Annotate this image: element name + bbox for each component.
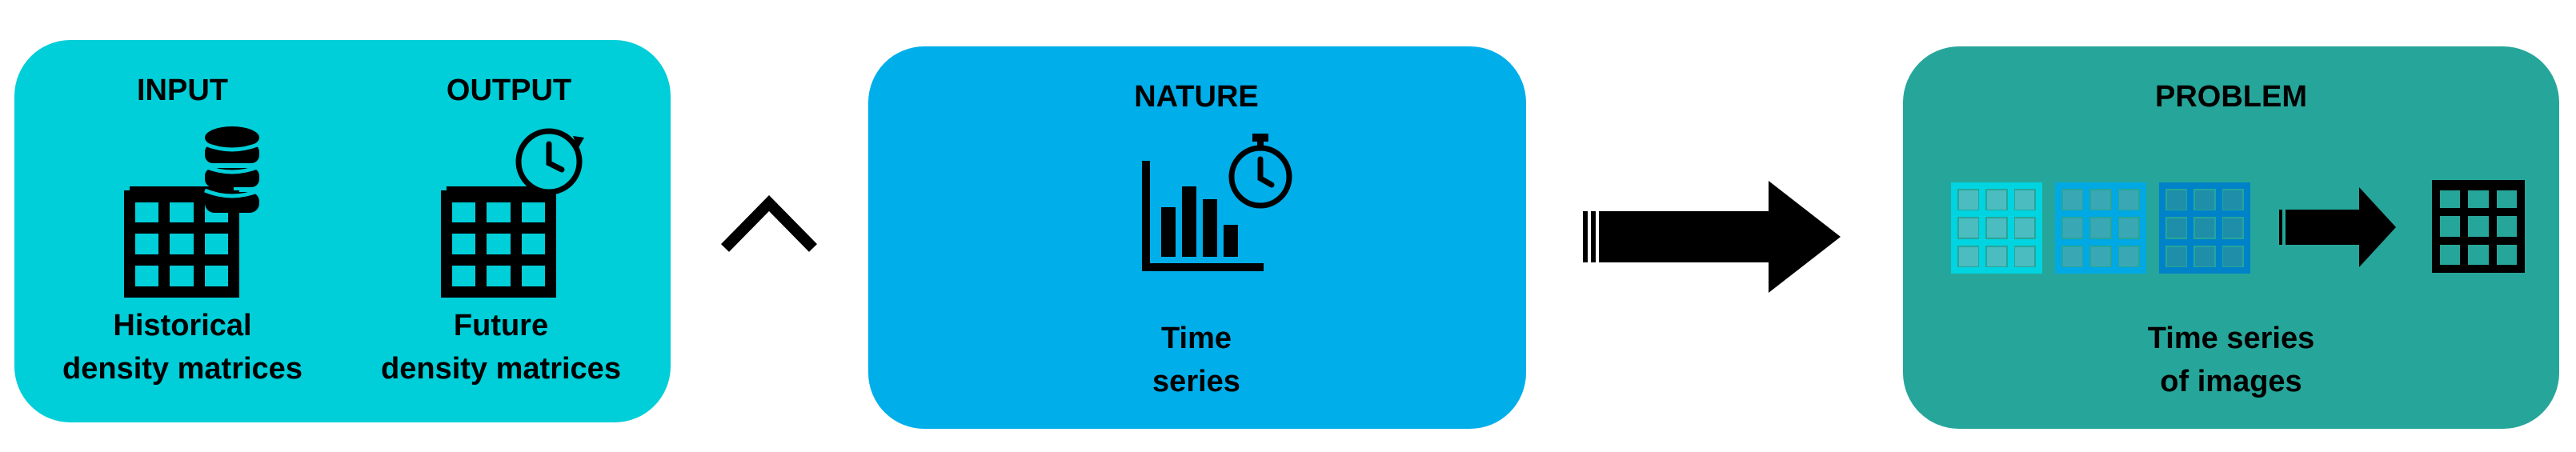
input-output-panel: INPUT OUTPUT: [14, 40, 671, 422]
input-caption: Historical density matrices: [30, 304, 335, 390]
nature-heading: NATURE: [1134, 80, 1259, 114]
output-caption: Future density matrices: [349, 304, 653, 390]
problem-caption: Time series of images: [2063, 317, 2399, 403]
right-arrow-icon: [2279, 187, 2396, 267]
grid-icon: [2055, 182, 2146, 274]
problem-heading: PROBLEM: [2155, 80, 2307, 114]
input-heading: INPUT: [137, 74, 228, 107]
clock-refresh-icon: [515, 128, 584, 195]
chevron-up-icon: [721, 195, 817, 252]
right-arrow-icon: [1583, 181, 1841, 293]
nature-caption-line2: series: [1152, 365, 1240, 398]
grid-icon: [2432, 180, 2525, 273]
bar-chart-icon: [1142, 161, 1264, 271]
nature-caption: Time series: [1076, 317, 1316, 403]
problem-caption-line1: Time series: [2147, 322, 2315, 355]
output-heading: OUTPUT: [446, 74, 572, 107]
output-caption-line1: Future: [453, 309, 549, 342]
grid-icon: [2159, 182, 2250, 274]
problem-panel: PROBLEM: [1903, 46, 2559, 429]
nature-panel: NATURE Time series: [868, 46, 1526, 429]
database-icon: [204, 126, 260, 213]
stopwatch-icon: [1228, 134, 1292, 209]
nature-caption-line1: Time: [1160, 322, 1232, 355]
output-caption-line2: density matrices: [381, 352, 621, 386]
grid-icon: [1951, 182, 2042, 274]
input-caption-line2: density matrices: [62, 352, 302, 386]
output-grid-icon: [441, 186, 556, 298]
problem-caption-line2: of images: [2160, 365, 2302, 398]
input-caption-line1: Historical: [113, 309, 252, 342]
